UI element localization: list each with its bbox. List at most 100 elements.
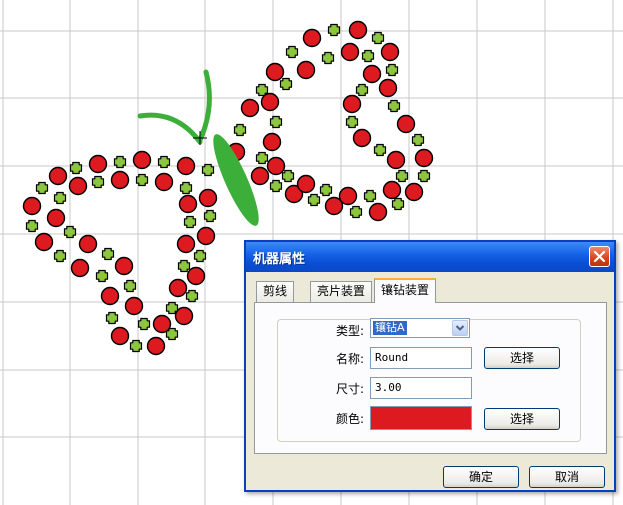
green-bead: [63, 225, 77, 239]
close-icon: [593, 250, 606, 263]
green-bead: [69, 161, 83, 175]
green-bead: [373, 143, 387, 157]
red-bead: [88, 154, 108, 174]
butterfly-body: [213, 134, 259, 226]
tab-sequin-device[interactable]: 亮片装置: [310, 281, 373, 302]
red-bead: [296, 174, 316, 194]
red-bead: [302, 28, 322, 48]
green-bead: [53, 191, 67, 205]
name-select-button[interactable]: 选择: [484, 347, 560, 369]
color-select-button[interactable]: 选择: [484, 408, 560, 430]
red-bead: [110, 326, 130, 346]
red-bead: [196, 226, 216, 246]
green-bead: [185, 289, 199, 303]
green-bead: [177, 259, 191, 273]
green-bead: [417, 169, 431, 183]
red-bead: [100, 286, 120, 306]
bead-outline: [22, 20, 434, 356]
green-bead: [95, 269, 109, 283]
green-bead: [319, 183, 333, 197]
green-bead: [391, 197, 405, 211]
green-bead: [411, 133, 425, 147]
green-bead: [255, 151, 269, 165]
red-bead: [348, 20, 368, 40]
red-bead: [380, 42, 400, 62]
green-bead: [281, 169, 295, 183]
red-bead: [186, 266, 206, 286]
red-bead: [284, 184, 304, 204]
green-bead: [345, 115, 359, 129]
green-bead: [285, 45, 299, 59]
butterfly-design: [22, 20, 434, 356]
green-bead: [371, 31, 385, 45]
green-bead: [279, 77, 293, 91]
green-bead: [321, 51, 335, 65]
green-bead: [269, 115, 283, 129]
green-bead: [387, 99, 401, 113]
red-bead: [176, 156, 196, 176]
green-bead: [129, 339, 143, 353]
red-bead: [124, 296, 144, 316]
red-bead: [382, 180, 402, 200]
red-bead: [368, 202, 388, 222]
red-bead: [70, 258, 90, 278]
green-bead: [157, 155, 171, 169]
red-bead: [146, 336, 166, 356]
tab-rhinestone-device[interactable]: 镶钻装置: [374, 278, 437, 303]
green-bead: [123, 279, 137, 293]
butterfly-antenna-right: [197, 69, 212, 143]
red-bead: [168, 278, 188, 298]
size-label: 尺寸:: [335, 382, 364, 396]
red-bead: [386, 150, 406, 170]
tab-trim[interactable]: 剪线: [256, 281, 295, 302]
dialog-titlebar[interactable]: 机器属性: [246, 242, 614, 272]
red-bead: [132, 150, 152, 170]
green-bead: [35, 181, 49, 195]
green-bead: [193, 249, 207, 263]
crosshair-cursor-icon: [193, 131, 207, 145]
green-bead: [91, 175, 105, 189]
green-bead: [179, 181, 193, 195]
dropdown-arrow[interactable]: [452, 320, 468, 336]
red-bead: [22, 196, 42, 216]
cancel-button[interactable]: 取消: [529, 466, 605, 488]
color-swatch[interactable]: [370, 406, 472, 430]
green-bead: [101, 247, 115, 261]
red-bead: [48, 166, 68, 186]
green-bead: [183, 215, 197, 229]
green-bead: [137, 317, 151, 331]
red-bead: [198, 188, 218, 208]
red-bead: [34, 232, 54, 252]
red-bead: [265, 62, 285, 82]
red-bead: [262, 132, 282, 152]
name-field[interactable]: Round: [370, 347, 472, 369]
name-label: 名称:: [335, 352, 364, 366]
green-bead: [105, 311, 119, 325]
dialog-title: 机器属性: [253, 252, 306, 267]
red-bead: [110, 170, 130, 190]
red-bead: [324, 196, 344, 216]
green-bead: [135, 173, 149, 187]
green-bead: [395, 169, 409, 183]
close-button[interactable]: [589, 246, 610, 267]
green-bead: [113, 155, 127, 169]
red-bead: [154, 172, 174, 192]
red-bead: [378, 78, 398, 98]
green-bead: [327, 23, 341, 37]
green-bead: [385, 63, 399, 77]
red-bead: [296, 60, 316, 80]
ok-button[interactable]: 确定: [443, 466, 519, 488]
red-bead: [260, 92, 280, 112]
size-field[interactable]: 3.00: [370, 377, 472, 399]
red-bead: [68, 176, 88, 196]
butterfly-antenna-left: [137, 112, 203, 145]
red-bead: [404, 182, 424, 202]
red-bead: [174, 306, 194, 326]
red-bead: [240, 98, 260, 118]
red-bead: [352, 128, 372, 148]
red-bead: [362, 64, 382, 84]
green-bead: [165, 301, 179, 315]
type-select[interactable]: 镶钻A: [370, 318, 470, 338]
red-bead: [250, 166, 270, 186]
